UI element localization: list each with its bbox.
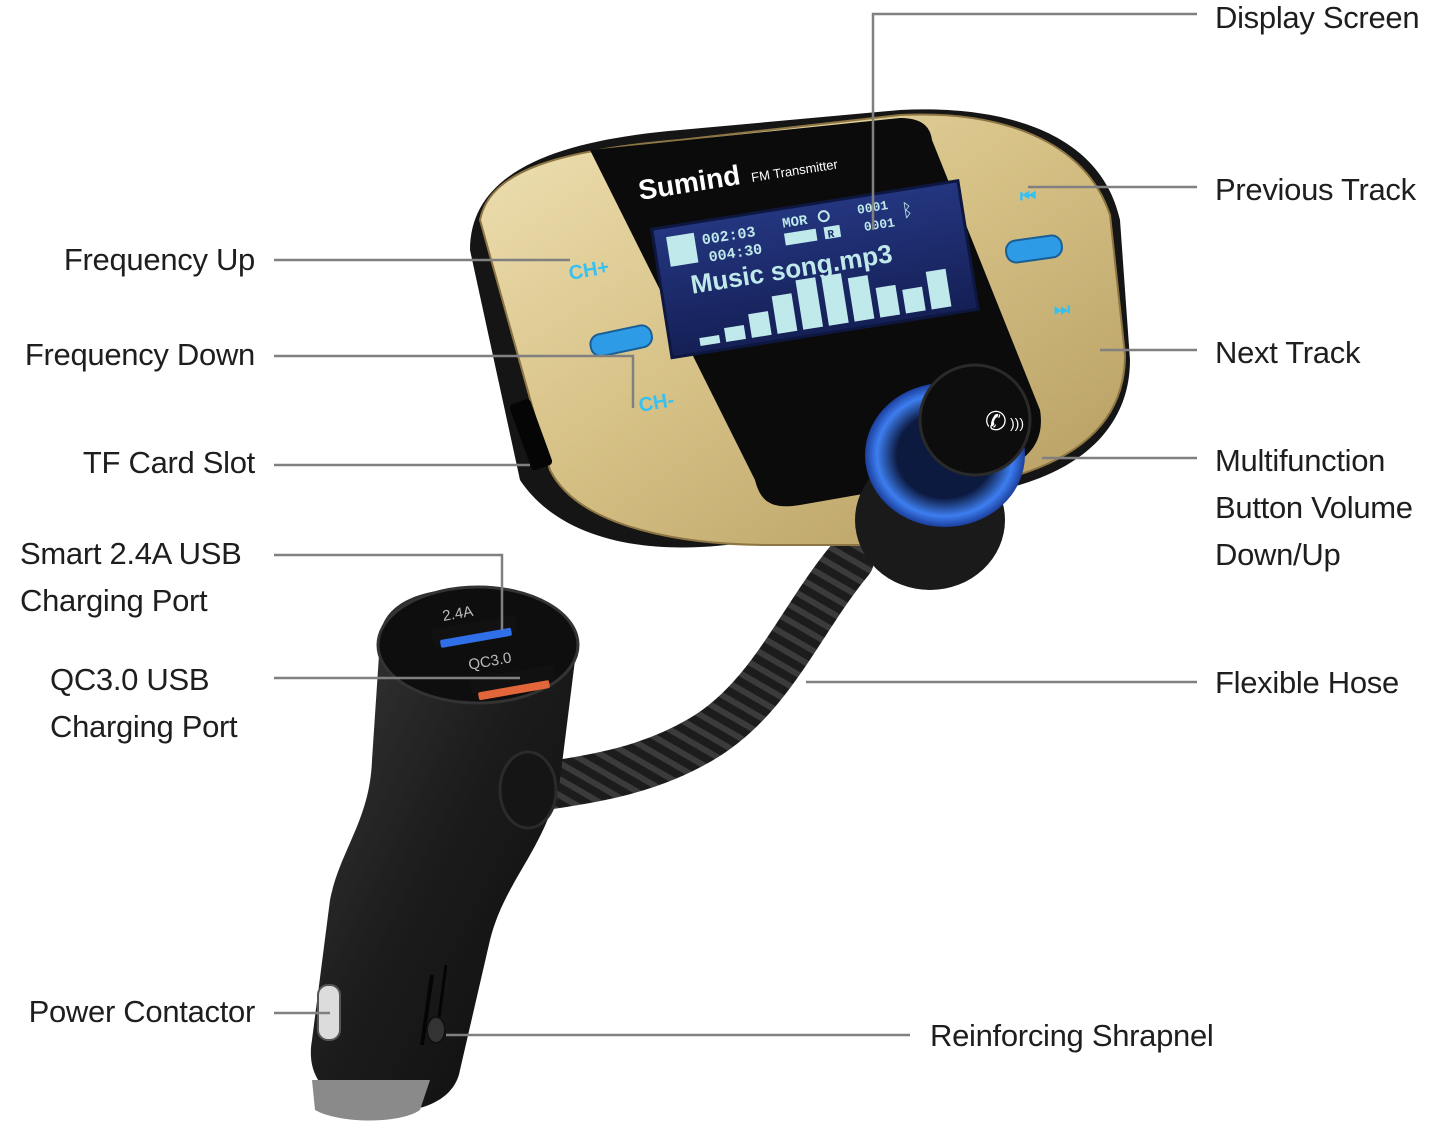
signal-bars-icon — [783, 228, 818, 246]
label-smart-usb-port: Smart 2.4A USB Charging Port — [20, 536, 242, 618]
leader-smart-usb — [274, 553, 504, 630]
label-display-screen: Display Screen — [1215, 0, 1420, 35]
leader-lines — [274, 12, 1197, 1037]
label-frequency-down: Frequency Down — [24, 337, 255, 372]
label-tf-card-slot: TF Card Slot — [82, 445, 255, 480]
display-screen: 002:03 004:30 MOR R 0001 0001 ᛒ Music so… — [649, 179, 980, 360]
svg-text:MOR: MOR — [781, 213, 809, 233]
flexible-hose-shape — [496, 536, 874, 814]
svg-text:R: R — [827, 229, 836, 242]
bluetooth-icon: ᛒ — [900, 199, 914, 220]
leader-display-screen — [871, 12, 1197, 230]
car-plug: 2.4A QC3.0 — [310, 585, 580, 1121]
multifunction-knob[interactable]: ✆ ))) — [855, 363, 1032, 590]
track-button-divider[interactable] — [1005, 234, 1064, 264]
label-frequency-up: Frequency Up — [63, 242, 255, 277]
label-multifunction-button: Multifunction Button Volume Down/Up — [1215, 443, 1413, 572]
sd-card-icon — [666, 232, 699, 267]
leader-frequency-down — [274, 354, 635, 408]
svg-text:0001: 0001 — [863, 215, 896, 235]
label-previous-track: Previous Track — [1215, 172, 1416, 207]
svg-text:2.4A: 2.4A — [441, 603, 474, 625]
tf-card-slot[interactable] — [509, 398, 554, 471]
sound-wave-icon: ))) — [1010, 415, 1024, 431]
label-next-track: Next Track — [1215, 335, 1361, 370]
label-qc-usb-port: QC3.0 USB Charging Port — [50, 662, 238, 744]
label-flexible-hose: Flexible Hose — [1215, 665, 1399, 700]
label-power-contactor: Power Contactor — [28, 994, 256, 1029]
equalizer-bars — [699, 268, 952, 347]
next-track-icon[interactable]: ⏭ — [1054, 299, 1071, 319]
repeat-icon — [817, 210, 830, 223]
label-reinforcing-shrapnel: Reinforcing Shrapnel — [930, 1018, 1214, 1053]
previous-track-icon[interactable]: ⏮ — [1020, 186, 1036, 206]
frequency-button-divider[interactable] — [589, 324, 654, 358]
phone-call-icon: ✆ — [985, 406, 1007, 436]
